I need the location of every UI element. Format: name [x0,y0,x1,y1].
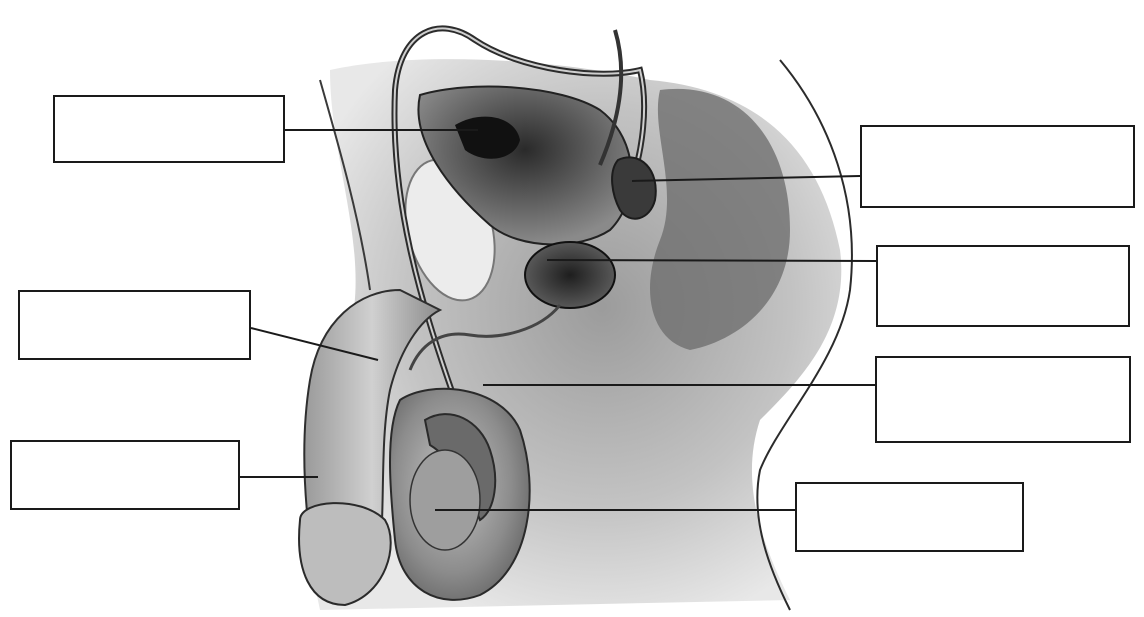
label-box-penis[interactable] [10,440,240,510]
seminal-vesicle [612,157,656,218]
label-box-prostate[interactable] [876,245,1130,327]
label-box-seminal-vesicle[interactable] [860,125,1135,208]
label-box-urethra[interactable] [18,290,251,360]
prostate-gland [525,242,615,308]
label-box-testis[interactable] [795,482,1024,552]
testis [410,450,480,550]
label-box-vas-deferens[interactable] [875,356,1131,443]
leader-line-3 [547,260,876,261]
label-box-bladder[interactable] [53,95,285,163]
